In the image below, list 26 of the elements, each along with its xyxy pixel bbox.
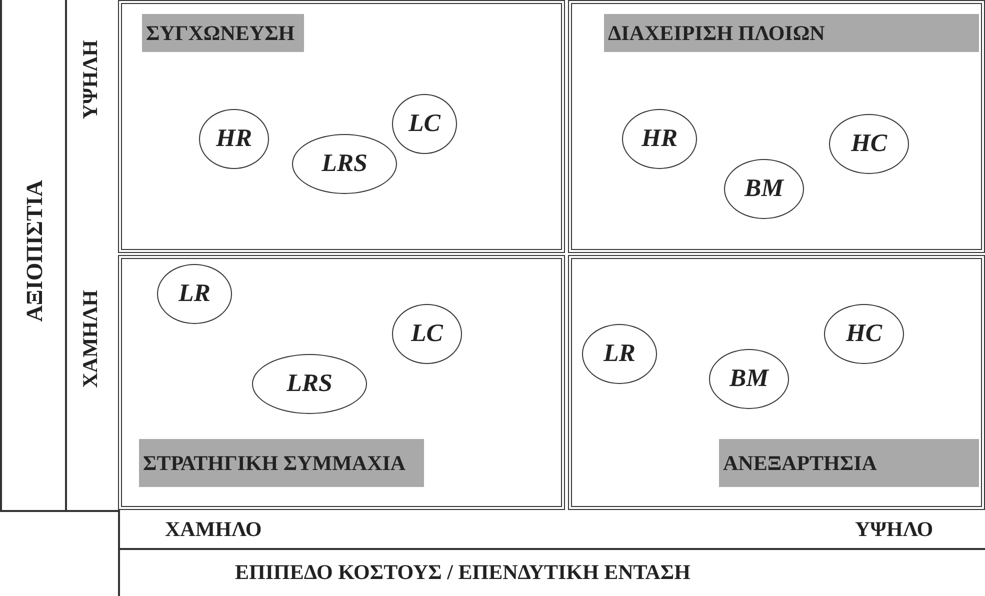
- ellipse-label: LR: [582, 324, 657, 384]
- ellipse-label: LC: [392, 304, 462, 364]
- quadrant-title: ΑΝΕΞΑΡΤΗΣΙΑ: [719, 439, 979, 487]
- quadrant-title: ΔΙΑΧΕΙΡΙΣΗ ΠΛΟΙΩΝ: [604, 14, 979, 52]
- axis-category: ΥΨΗΛΗ: [78, 40, 103, 120]
- ellipse-label: HC: [824, 304, 904, 364]
- ellipse-label: BM: [709, 349, 789, 409]
- axis-category: ΧΑΜΗΛΗ: [78, 290, 103, 388]
- axis-title: ΑΞΙΟΠΙΣΤΙΑ: [22, 180, 48, 322]
- axis-category: ΥΨΗΛΟ: [855, 517, 934, 542]
- quadrant-title: ΣΤΡΑΤΗΓΙΚΗ ΣΥΜΜΑΧΙΑ: [139, 439, 424, 487]
- ellipse-label: LRS: [292, 134, 397, 194]
- quadrant-box: [568, 0, 985, 253]
- axis-category: ΧΑΜΗΛΟ: [165, 517, 262, 542]
- quadrant-title: ΣΥΓΧΩΝΕΥΣΗ: [142, 14, 304, 52]
- quadrant-box: [568, 255, 985, 510]
- ellipse-label: BM: [724, 159, 804, 219]
- quadrant-box: [118, 255, 565, 510]
- ellipse-label: HR: [622, 109, 697, 169]
- axis-title: ΕΠΙΠΕΔΟ ΚΟΣΤΟΥΣ / ΕΠΕΝΔΥΤΙΚΗ ΕΝΤΑΣΗ: [235, 560, 690, 585]
- quadrant-box: [118, 0, 565, 253]
- ellipse-label: HC: [829, 114, 909, 174]
- ellipse-label: HR: [199, 109, 269, 169]
- ellipse-label: LC: [392, 94, 457, 154]
- ellipse-label: LR: [157, 264, 232, 324]
- ellipse-label: LRS: [252, 354, 367, 414]
